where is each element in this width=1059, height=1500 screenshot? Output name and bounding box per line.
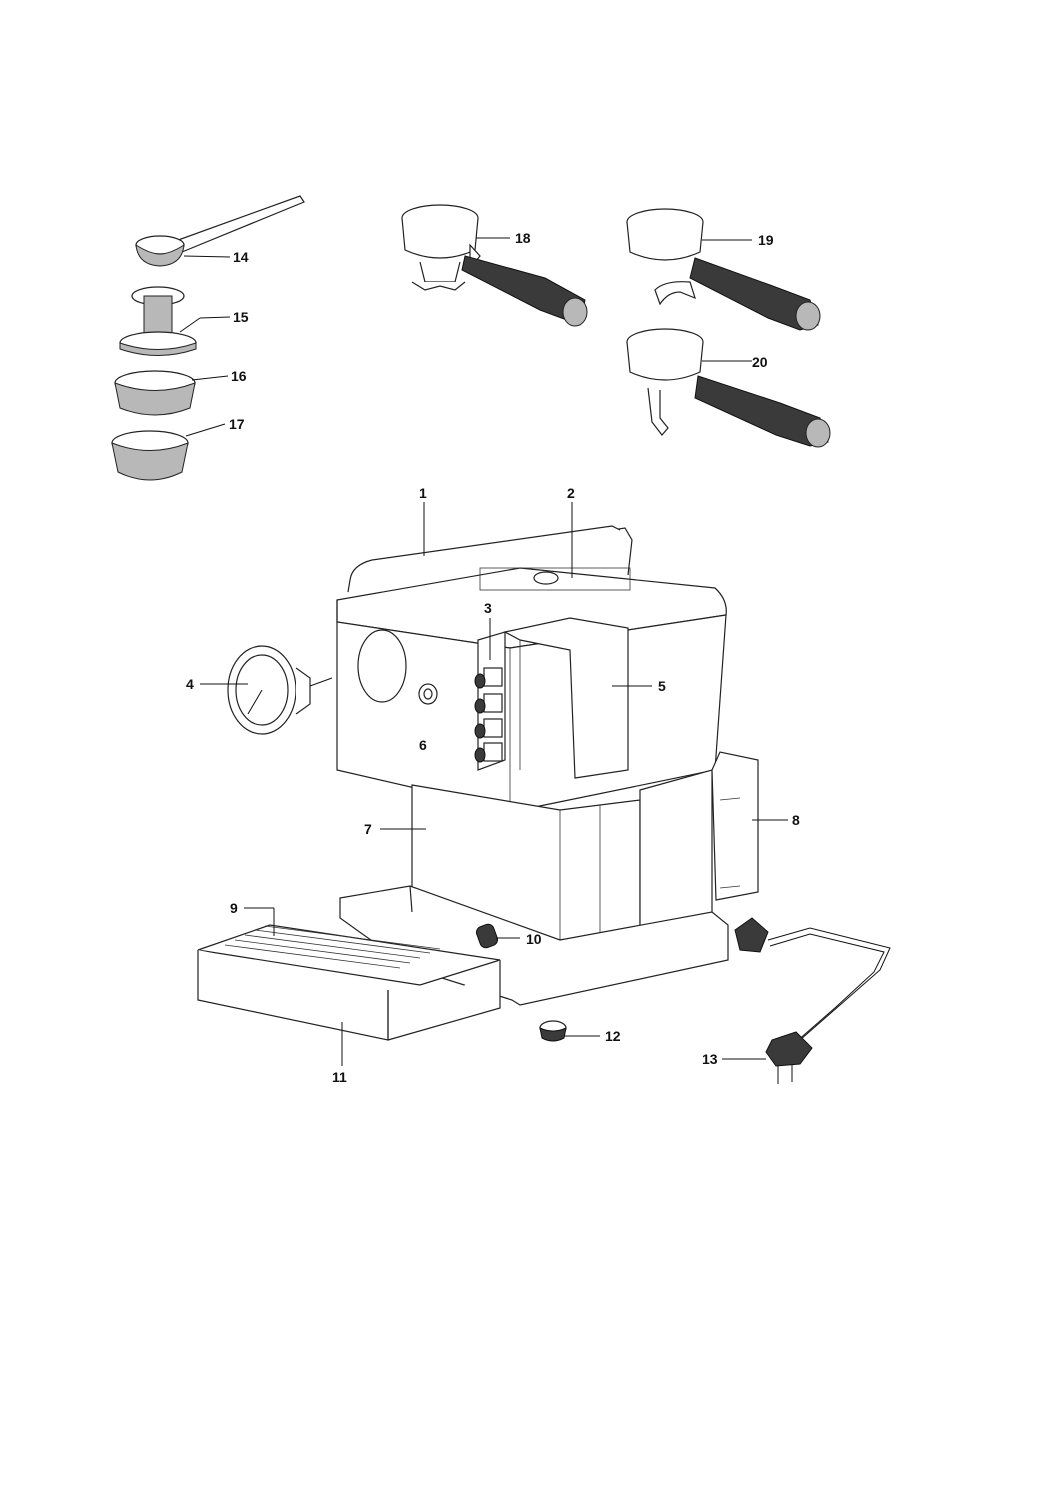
part-20-filter-holder	[626, 328, 831, 448]
part-17-filter-basket	[111, 423, 226, 481]
part-13-power-cord	[734, 917, 891, 1084]
label-19: 19	[758, 232, 774, 248]
label-5: 5	[658, 678, 666, 694]
part-12-foot	[539, 1020, 567, 1042]
part-labels: 14 15 16 17 18 19 20 1 2 3 4 5 6 7 8 9 1…	[186, 230, 800, 1085]
part-10-foot	[475, 923, 499, 949]
leader-lines	[200, 502, 788, 1066]
part-4-pressure-gauge	[227, 645, 333, 735]
label-9: 9	[230, 900, 238, 916]
label-4: 4	[186, 676, 194, 692]
label-16: 16	[231, 368, 247, 384]
part-19-filter-holder	[626, 208, 821, 331]
label-1: 1	[419, 485, 427, 501]
part-16-filter-basket	[114, 370, 229, 416]
part-11-drip-tray	[197, 924, 501, 1041]
label-15: 15	[233, 309, 249, 325]
part-14-measuring-spoon	[135, 195, 305, 267]
label-7: 7	[364, 821, 372, 837]
label-2: 2	[567, 485, 575, 501]
label-20: 20	[752, 354, 768, 370]
part-15-tamper	[119, 286, 231, 356]
label-10: 10	[526, 931, 542, 947]
label-14: 14	[233, 249, 249, 265]
label-17: 17	[229, 416, 245, 432]
label-11: 11	[332, 1069, 347, 1085]
label-6: 6	[419, 737, 427, 753]
switches	[474, 667, 503, 763]
label-12: 12	[605, 1028, 621, 1044]
label-3: 3	[484, 600, 492, 616]
label-13: 13	[702, 1051, 718, 1067]
part-9-drip-grid	[224, 925, 441, 969]
machine-body	[336, 525, 759, 1006]
label-8: 8	[792, 812, 800, 828]
part-18-filter-holder	[401, 204, 588, 327]
label-18: 18	[515, 230, 531, 246]
